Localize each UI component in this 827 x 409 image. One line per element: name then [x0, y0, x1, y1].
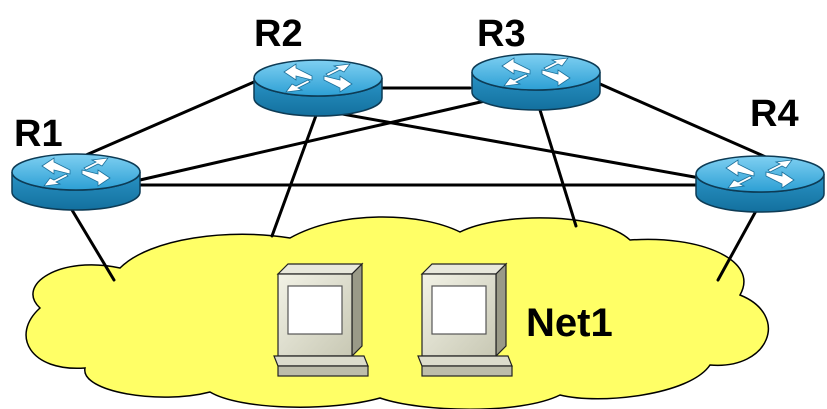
router-label-r4: R4	[750, 93, 799, 135]
network-label-net1: Net1	[526, 301, 613, 345]
link-r3-r4	[598, 82, 770, 160]
router-label-r1: R1	[14, 113, 63, 155]
link-r2-net1	[270, 108, 320, 238]
router-r4[interactable]	[695, 155, 825, 213]
net1-cloud	[25, 216, 769, 409]
links	[68, 80, 770, 282]
link-r1-net1	[70, 208, 116, 282]
link-r4-net1	[716, 198, 764, 282]
router-r3[interactable]	[471, 53, 601, 111]
link-r1-r3	[138, 96, 500, 182]
computer-1[interactable]	[273, 263, 369, 377]
router-r2[interactable]	[253, 59, 383, 117]
router-label-r2: R2	[254, 13, 303, 55]
link-r2-r4	[318, 108, 702, 180]
link-r1-r2	[68, 80, 256, 164]
router-label-r3: R3	[477, 13, 526, 55]
computer-2[interactable]	[417, 263, 513, 377]
router-r1[interactable]	[11, 153, 141, 211]
link-r3-net1	[538, 108, 578, 228]
